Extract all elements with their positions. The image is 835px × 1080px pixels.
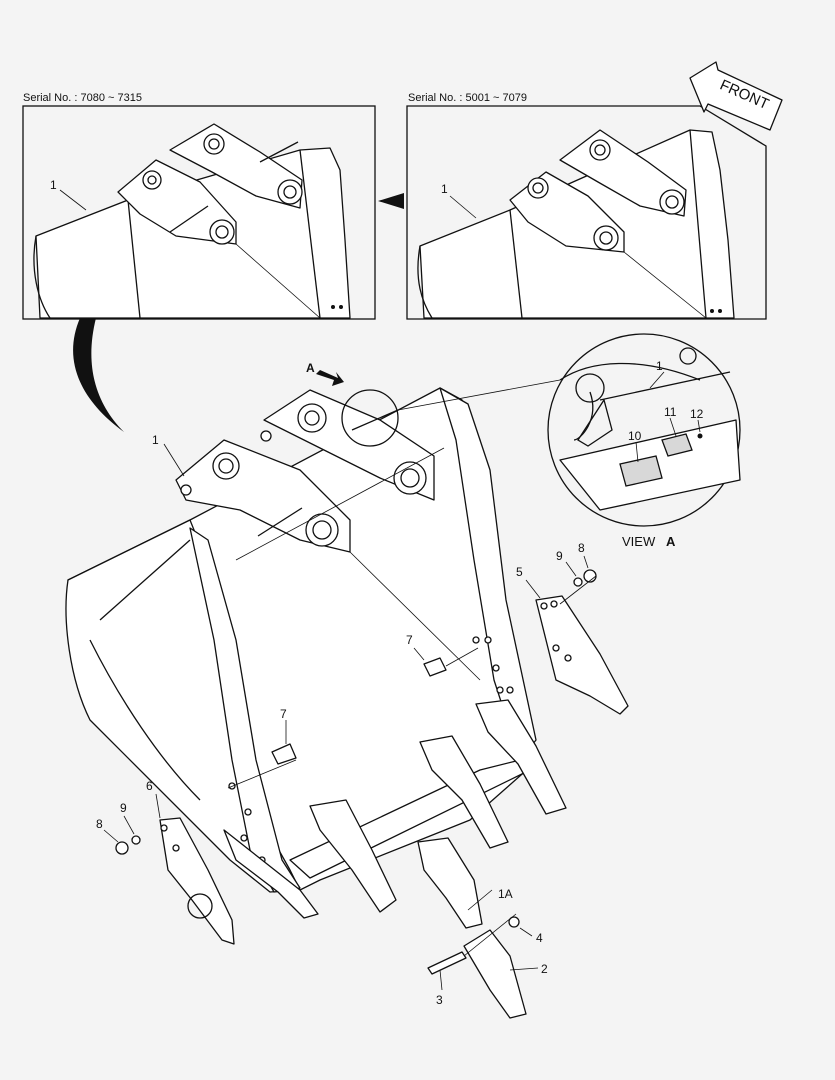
bucket-teeth (223, 699, 567, 919)
curved-pointer-arrow-icon (73, 318, 124, 432)
inset-left-serial: Serial No. : 7080 ~ 7315 (23, 92, 142, 104)
callout-9-right: 9 (556, 549, 563, 563)
view-a-callout-10: 10 (628, 429, 642, 443)
view-a-detail: 1 10 11 12 VIEW A (547, 333, 741, 549)
front-arrow: FRONT (689, 61, 783, 131)
inset-pointer-arrow-icon (378, 193, 404, 209)
leader-lines (103, 443, 597, 991)
callout-2: 2 (541, 962, 548, 976)
callout-3: 3 (436, 993, 443, 1007)
callout-9-left: 9 (120, 801, 127, 815)
bolt-7-right (423, 657, 447, 677)
callout-8-left: 8 (96, 817, 103, 831)
callout-5: 5 (516, 565, 523, 579)
view-a-caption-letter: A (666, 534, 676, 549)
view-a-caption-prefix: VIEW (622, 534, 656, 549)
inset-right-bucket (417, 129, 735, 319)
view-a-callout-12: 12 (690, 407, 704, 421)
inset-right: Serial No. : 5001 ~ 7079 1 (406, 92, 767, 320)
pin-3 (427, 951, 467, 975)
callout-1a: 1A (498, 887, 513, 901)
inset-right-serial: Serial No. : 5001 ~ 7079 (408, 92, 527, 104)
plate-11 (661, 433, 693, 457)
washer-9-left (131, 835, 141, 845)
view-a-arrow-label: A (306, 361, 315, 375)
callout-7-right: 7 (406, 633, 413, 647)
inset-left: Serial No. : 7080 ~ 7315 1 (22, 92, 376, 320)
tooth-adapter-1a (417, 837, 483, 929)
inset-left-callout-1: 1 (50, 178, 57, 192)
view-a-arrow: A (306, 361, 344, 386)
washer-9-right (573, 577, 583, 587)
rivet-12 (697, 433, 703, 439)
inset-left-bucket (33, 123, 351, 319)
inset-right-callout-1: 1 (441, 182, 448, 196)
side-cutter-5 (535, 595, 629, 715)
nut-8-left (115, 841, 129, 855)
view-a-callout-11: 11 (664, 405, 677, 419)
view-a-callout-1: 1 (656, 359, 663, 373)
plate-10 (619, 455, 663, 487)
tooth-tip-2 (463, 929, 527, 1019)
lock-washer-4 (508, 916, 520, 928)
callout-6: 6 (146, 779, 153, 793)
callout-1: 1 (152, 433, 159, 447)
bolt-7-left (271, 743, 297, 765)
callout-7-left: 7 (280, 707, 287, 721)
callout-4: 4 (536, 931, 543, 945)
callout-8-right: 8 (578, 541, 585, 555)
